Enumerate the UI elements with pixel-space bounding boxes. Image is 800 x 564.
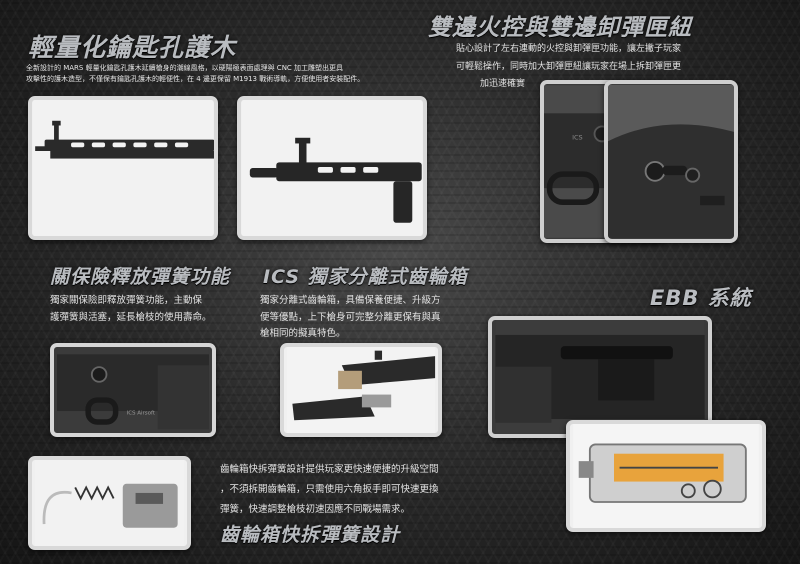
ambi-controls-description: 貼心設計了左右連動的火控與卸彈匣功能，讓左撇子玩家 可輕鬆操作，同時加大卸彈匣紐… bbox=[456, 41, 776, 94]
handguard-desc-line-2: 攻擊性的護木造型，不僅保有鑰匙孔護木的輕便性，在 4 邊更保留 M1913 戰術… bbox=[26, 74, 365, 83]
ebb-receiver-image bbox=[495, 320, 705, 434]
ambi-desc-line-3: 加迅速確實 bbox=[480, 79, 526, 90]
ebb-photo-main bbox=[488, 316, 712, 438]
quick-spring-title: 齒輪箱快拆彈簧設計 bbox=[220, 524, 401, 546]
ebb-gearbox-photo bbox=[566, 420, 766, 532]
gearbox-split-photo bbox=[280, 343, 442, 437]
receiver-side-image: ICS Airsoft bbox=[57, 347, 209, 433]
quick-spring-desc-line-1: 齒輪箱快拆彈簧設計提供玩家更快速便捷的升級空間 bbox=[220, 464, 439, 475]
handguard-desc-line-1: 全新設計的 MARS 輕量化鑰匙孔護木延續槍身的潮線風格，以硬陽極表面處理與 C… bbox=[26, 64, 344, 72]
gearbox-description: 獨家分離式齒輪箱，具備保養便捷、升級方 便等優點，上下槍身可完整分離更保有與真 … bbox=[260, 293, 475, 343]
receiver-marking: ICS Airsoft bbox=[127, 411, 156, 417]
ambi-controls-photo-zoom bbox=[604, 80, 738, 243]
ambi-desc-line-2: 可輕鬆操作，同時加大卸彈匣紐讓玩家在場上拆卸彈匣更 bbox=[456, 61, 682, 72]
transparent-gearbox-image bbox=[573, 424, 759, 528]
split-receiver-image bbox=[286, 347, 436, 433]
ambi-controls-title: 雙邊火控與雙邊卸彈匣紐 bbox=[428, 15, 692, 41]
spring-release-description: 獨家關保險即釋放彈簧功能，主動保 護彈簧與活塞，延長槍枝的使用壽命。 bbox=[50, 293, 250, 326]
gearbox-desc-line-3: 槍相同的擬真特色。 bbox=[260, 328, 346, 340]
fire-selector-closeup-image bbox=[608, 84, 734, 239]
spring-removal-image bbox=[34, 460, 185, 546]
quick-spring-desc-line-3: 彈簧，快速調整槍枝初速因應不同戰場需求。 bbox=[220, 503, 411, 515]
gearbox-desc-line-2: 便等優點，上下槍身可完整分離更保有與真 bbox=[260, 311, 441, 323]
quick-spring-photo bbox=[28, 456, 191, 550]
spring-release-title: 關保險釋放彈簧功能 bbox=[50, 266, 231, 288]
quick-spring-desc-line-2: ，不須拆開齒輪箱，只需使用六角扳手即可快速更換 bbox=[220, 483, 439, 495]
gearbox-desc-line-1: 獨家分離式齒輪箱，具備保養便捷、升級方 bbox=[260, 295, 441, 306]
ebb-title: EBB 系統 bbox=[650, 286, 752, 310]
spring-release-photo: ICS Airsoft bbox=[50, 343, 216, 437]
spring-desc-line-2: 護彈簧與活塞，延長槍枝的使用壽命。 bbox=[50, 311, 212, 323]
rifle-handguard-image bbox=[33, 100, 214, 236]
handguard-description: 全新設計的 MARS 輕量化鑰匙孔護木延續槍身的潮線風格，以硬陽極表面處理與 C… bbox=[26, 63, 436, 85]
quick-spring-description: 齒輪箱快拆彈簧設計提供玩家更快速便捷的升級空間 ，不須拆開齒輪箱，只需使用六角扳… bbox=[220, 460, 510, 520]
gearbox-title: ICS 獨家分離式齒輪箱 bbox=[263, 266, 468, 288]
handguard-title: 輕量化鑰匙孔護木 bbox=[28, 33, 237, 62]
spring-desc-line-1: 獨家關保險即釋放彈簧功能，主動保 bbox=[50, 295, 203, 306]
handguard-photo-left bbox=[28, 96, 218, 240]
ambi-desc-line-1: 貼心設計了左右連動的火控與卸彈匣功能，讓左撇子玩家 bbox=[456, 44, 682, 54]
ambi-photo-marking: ICS bbox=[572, 134, 583, 142]
handguard-photo-right bbox=[237, 96, 427, 240]
rifle-front-image bbox=[242, 100, 422, 236]
